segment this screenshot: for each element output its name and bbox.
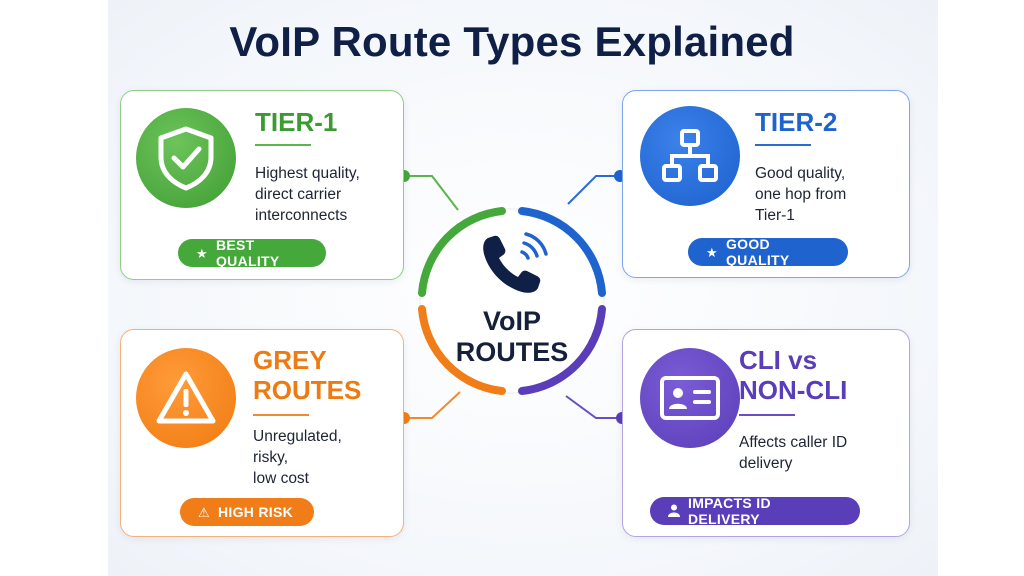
star-icon: ★	[706, 244, 718, 260]
hub-label-line1: VoIP	[482, 306, 541, 336]
card-heading-line1: CLI vs	[739, 345, 818, 375]
card-heading: TIER-2	[755, 107, 838, 137]
card-cli: CLI vs NON-CLI Affects caller ID deliver…	[622, 329, 910, 537]
id-card-icon	[640, 348, 740, 448]
status-badge: IMPACTS ID DELIVERY	[650, 495, 860, 527]
badge-label: IMPACTS ID DELIVERY	[688, 495, 771, 527]
hub-ring	[418, 207, 606, 395]
hub-arc-orange	[418, 305, 506, 395]
page-title: VoIP Route Types Explained	[229, 18, 795, 65]
hub-arc-green	[418, 207, 506, 297]
card-heading-line1: GREY	[253, 345, 327, 375]
warning-icon: ⚠	[198, 504, 210, 520]
shield-check-icon	[136, 108, 236, 208]
card-heading: CLI vs NON-CLI	[739, 345, 847, 405]
center-hub: VoIP ROUTES	[414, 196, 610, 406]
connector-cli	[565, 395, 622, 419]
heading-underline	[255, 144, 311, 146]
connector-tier2	[567, 175, 620, 205]
card-description: Good quality, one hop from Tier-1	[755, 165, 847, 224]
connector-tier1	[404, 175, 459, 211]
card-tier1: TIER-1 Highest quality, direct carrier i…	[120, 90, 404, 280]
hub-label-line2: ROUTES	[455, 337, 569, 367]
warning-triangle-icon	[136, 348, 236, 448]
card-description: Unregulated, risky, low cost	[253, 428, 342, 487]
badge-label: HIGH RISK	[217, 504, 294, 520]
card-heading-line2: ROUTES	[253, 375, 362, 405]
card-heading: GREY ROUTES	[253, 345, 361, 405]
hub-arc-purple	[518, 305, 606, 395]
status-badge: ★ BEST QUALITY	[178, 237, 326, 269]
user-icon	[668, 504, 680, 519]
heading-underline	[739, 414, 795, 416]
connector-grey	[404, 391, 461, 419]
status-badge: ⚠ HIGH RISK	[180, 498, 314, 526]
star-icon: ★	[196, 245, 208, 261]
card-tier2: TIER-2 Good quality, one hop from Tier-1…	[622, 90, 910, 278]
card-description: Affects caller ID delivery	[739, 434, 848, 472]
card-heading-line2: NON-CLI	[739, 375, 848, 405]
network-hierarchy-icon	[640, 106, 740, 206]
heading-underline	[755, 144, 811, 146]
phone-signal-icon	[480, 230, 550, 296]
card-grey-routes: GREY ROUTES Unregulated, risky, low cost…	[120, 329, 404, 537]
badge-label: GOOD QUALITY	[725, 236, 790, 268]
card-description: Highest quality, direct carrier intercon…	[255, 165, 360, 224]
hub-arc-blue	[518, 207, 606, 297]
status-badge: ★ GOOD QUALITY	[688, 236, 848, 268]
heading-underline	[253, 414, 309, 416]
hub-label: VoIP ROUTES	[414, 306, 610, 368]
card-heading: TIER-1	[255, 107, 338, 137]
badge-label: BEST QUALITY	[215, 237, 280, 269]
